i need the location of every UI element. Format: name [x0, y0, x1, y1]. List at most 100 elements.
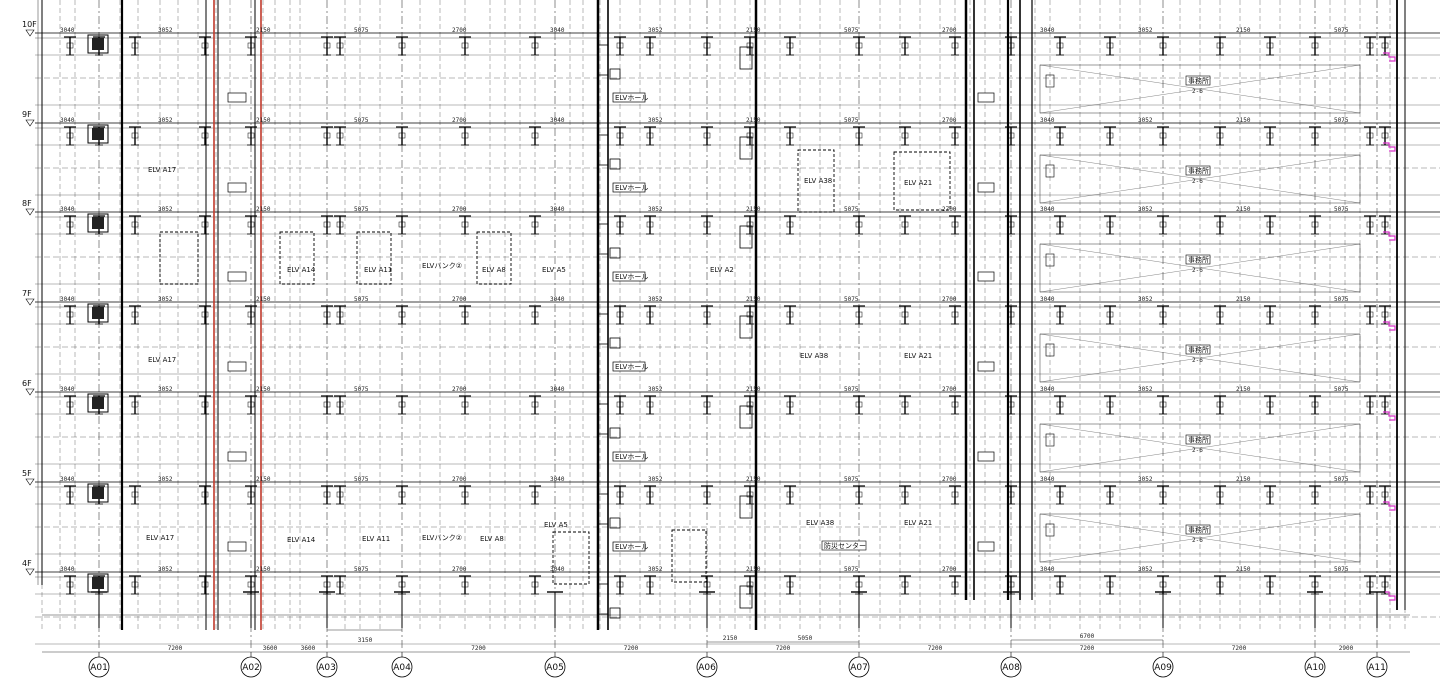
elevator-hall-label: ELVホール [615, 273, 648, 281]
dimension-text: 3052 [1138, 117, 1153, 124]
bracket-box [646, 221, 654, 228]
dimension-text: 3040 [550, 386, 565, 393]
shaft-box [739, 495, 753, 519]
bottom-dimension: 7200 [624, 645, 639, 652]
bracket-box [247, 221, 255, 228]
dimension-text: 3040 [60, 117, 75, 124]
shaft-tag [227, 541, 247, 552]
bracket-box [1266, 42, 1274, 49]
bracket-box [855, 581, 863, 588]
bracket-box [746, 132, 754, 139]
dimension-text: 5075 [1334, 476, 1349, 483]
shaft-box [739, 46, 753, 70]
bracket-box [461, 491, 469, 498]
bracket-box [1106, 221, 1114, 228]
bracket-box [1007, 401, 1015, 408]
bracket-box [1266, 311, 1274, 318]
axis-label: A05 [546, 663, 564, 673]
level-marker-icon [25, 388, 35, 396]
magenta-marker [1383, 591, 1396, 601]
bracket-box [1381, 401, 1389, 408]
bracket-box [66, 221, 74, 228]
elevator-label-elv-a8: ELV A8 [480, 535, 504, 543]
bracket-box [531, 221, 539, 228]
bracket-box [531, 132, 539, 139]
bracket-box [398, 221, 406, 228]
bracket-box [746, 42, 754, 49]
elevator-label-elv-a38: ELV A38 [806, 519, 834, 527]
axis-label: A08 [1002, 663, 1020, 673]
room-label-office: 事務所 [1188, 255, 1209, 264]
bracket-box [1366, 42, 1374, 49]
room-label-office: 事務所 [1188, 435, 1209, 444]
dimension-text: 3052 [1138, 296, 1153, 303]
shaft-tag [227, 92, 247, 103]
bracket-box [616, 221, 624, 228]
axis-label: A06 [698, 663, 716, 673]
bracket-box [131, 491, 139, 498]
elevator-tag [612, 182, 646, 193]
bracket-box [901, 581, 909, 588]
bracket-box [398, 491, 406, 498]
bracket-box [398, 401, 406, 408]
bracket-box [703, 491, 711, 498]
column-core [92, 307, 104, 319]
bracket-box [247, 132, 255, 139]
magenta-marker [1383, 321, 1396, 331]
bracket-box [786, 221, 794, 228]
bracket-box [786, 132, 794, 139]
bracket-box [131, 401, 139, 408]
bracket-box [1311, 491, 1319, 498]
shaft-box [597, 44, 609, 76]
dimension-text: 2150 [746, 296, 761, 303]
bracket-box [461, 221, 469, 228]
room-tag [1185, 165, 1211, 176]
shaft-tag [977, 541, 995, 552]
axis-label: A04 [393, 663, 411, 673]
shaft-box [597, 493, 609, 525]
axis-label: A02 [242, 663, 260, 673]
dimension-text: 5075 [844, 476, 859, 483]
sub-dimension: 5050 [798, 635, 813, 642]
column-block [87, 34, 109, 54]
level-marker-icon [25, 29, 35, 37]
bottom-dimension: 7200 [1080, 645, 1095, 652]
column-core [92, 487, 104, 499]
shaft-tag [977, 182, 995, 193]
bracket-box [398, 581, 406, 588]
bracket-box [1266, 221, 1274, 228]
bracket-box [1007, 311, 1015, 318]
elevator-tag [612, 361, 646, 372]
bracket-box [66, 311, 74, 318]
dimension-text: 5075 [354, 476, 369, 483]
bracket-box [1381, 132, 1389, 139]
bracket-box [746, 311, 754, 318]
room-sub-label: 2-6 [1192, 537, 1203, 544]
dimension-text: 2700 [942, 386, 957, 393]
dimension-text: 3052 [158, 117, 173, 124]
bracket-box [336, 581, 344, 588]
bracket-box [1056, 311, 1064, 318]
dimension-text: 2700 [942, 296, 957, 303]
bracket-box [1159, 311, 1167, 318]
dimension-text: 2150 [1236, 296, 1251, 303]
dimension-text: 3052 [1138, 27, 1153, 34]
column-core [92, 217, 104, 229]
dimension-text: 5075 [1334, 386, 1349, 393]
bracket-box [786, 311, 794, 318]
bracket-box [855, 132, 863, 139]
bracket-box [855, 42, 863, 49]
bracket-box [1311, 42, 1319, 49]
bracket-box [323, 401, 331, 408]
dimension-text: 3040 [60, 296, 75, 303]
axis-label: A03 [318, 663, 336, 673]
column-block [87, 303, 109, 323]
bracket-box [951, 132, 959, 139]
bracket-box [336, 401, 344, 408]
room-diagonal [1039, 64, 1361, 114]
bracket-box [201, 42, 209, 49]
structural-members [64, 0, 1406, 630]
room-tag [1185, 524, 1211, 535]
bracket-box [131, 581, 139, 588]
